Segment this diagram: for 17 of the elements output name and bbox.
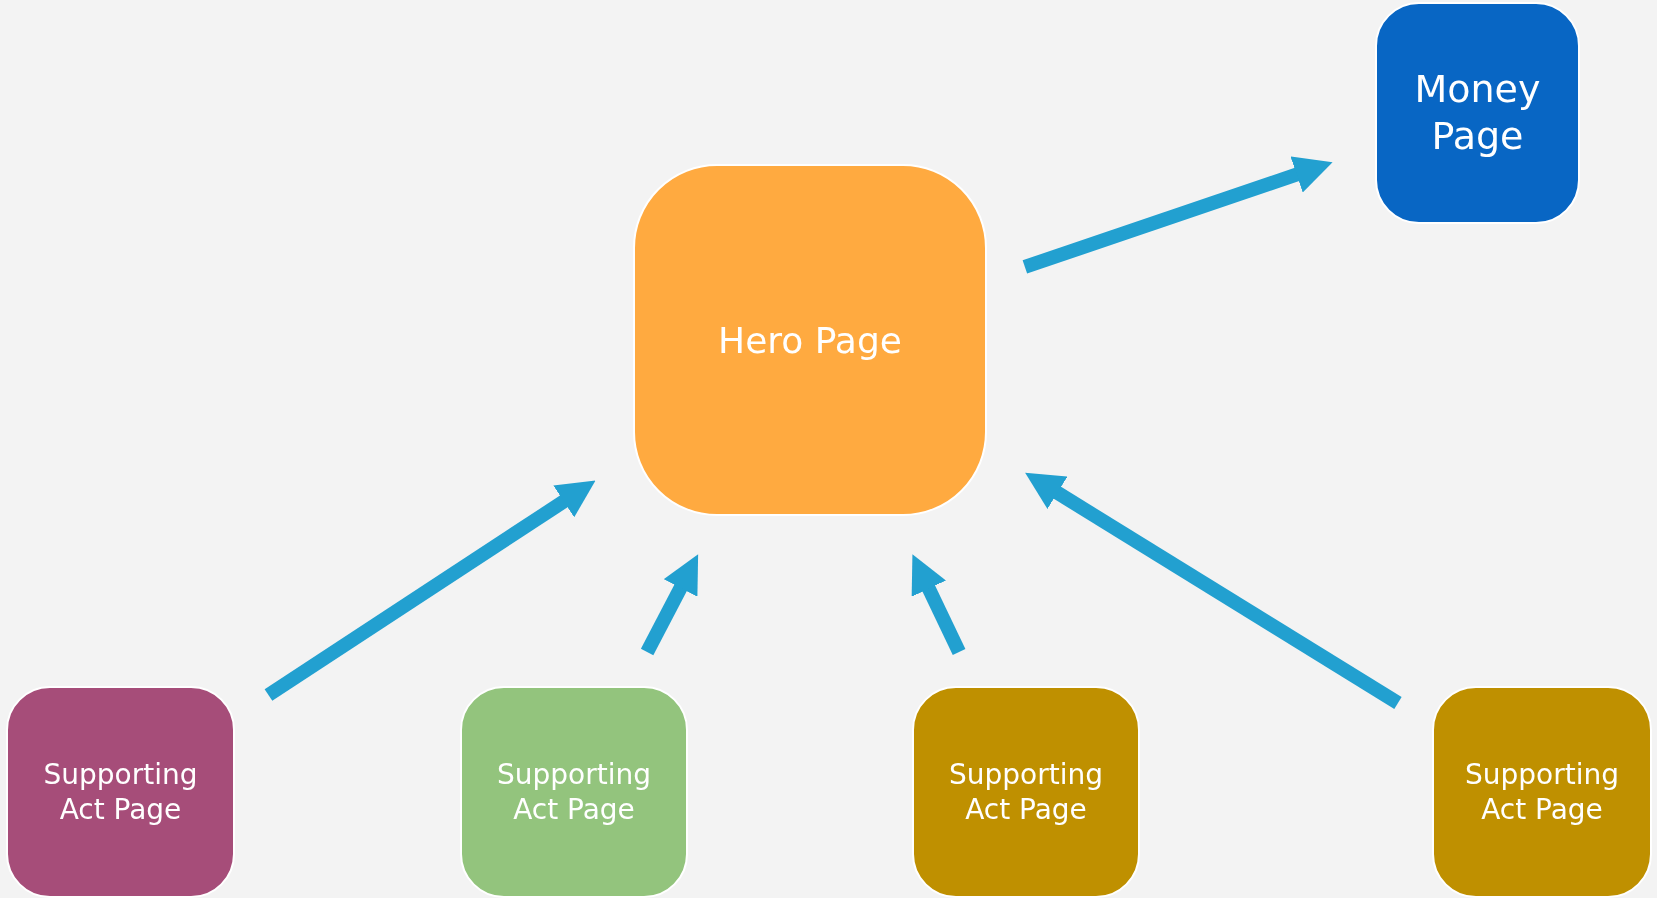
arrow	[640, 554, 699, 656]
arrow	[1022, 156, 1333, 274]
arrow	[264, 480, 596, 701]
page-title: Hero Page	[718, 318, 902, 363]
page-title: Supporting Act Page	[948, 757, 1104, 827]
hero-page-box	[633, 164, 987, 516]
page-title: Supporting Act Page	[1464, 757, 1620, 827]
arrow	[911, 554, 966, 656]
supporting-page-box	[6, 686, 235, 898]
page-title: Supporting Act Page	[496, 757, 652, 827]
money-page-box	[1375, 2, 1580, 224]
page-title: Money Page	[1413, 65, 1542, 160]
arrow	[1025, 472, 1402, 709]
supporting-page-box	[460, 686, 688, 898]
supporting-page-box	[912, 686, 1140, 898]
page-title: Supporting Act Page	[42, 757, 199, 827]
supporting-page-box	[1432, 686, 1652, 898]
